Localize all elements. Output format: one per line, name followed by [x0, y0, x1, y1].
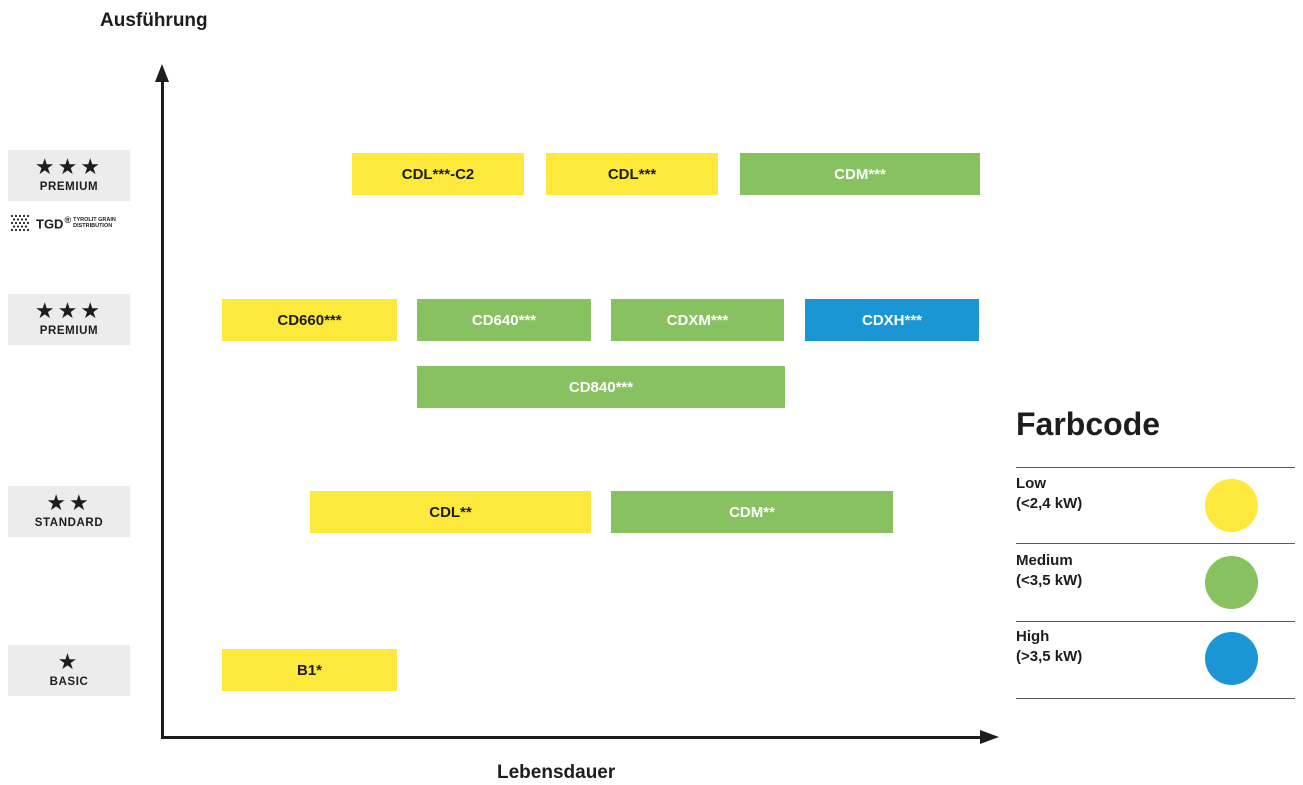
product-bar-cdl-c2: CDL***-C2 [352, 153, 524, 195]
product-bar-cd840: CD840*** [417, 366, 785, 408]
tier-label: PREMIUM [39, 325, 99, 337]
stars-icon: ★★ [46, 491, 92, 516]
tgd-name: TGD [36, 216, 64, 232]
legend-divider [1016, 467, 1295, 468]
tier-badge-premium-tgd: ★★★ PREMIUM [8, 150, 130, 201]
product-bar-cdxm: CDXM*** [611, 299, 784, 341]
legend-range: (>3,5 kW) [1016, 648, 1083, 665]
tier-label: BASIC [49, 676, 89, 688]
tgd-logo: TGD® TYROLIT GRAIN DISTRIBUTION [10, 214, 116, 232]
product-bar-cdm-premium: CDM*** [740, 153, 980, 195]
legend-level: High [1016, 628, 1050, 645]
tier-badge-standard: ★★ STANDARD [8, 486, 130, 537]
tier-label: STANDARD [34, 517, 104, 529]
legend-level: Medium [1016, 552, 1073, 569]
y-axis-arrow-icon [155, 64, 169, 82]
product-bar-b1: B1* [222, 649, 397, 691]
product-bar-cdl-standard: CDL** [310, 491, 591, 533]
tier-badge-premium: ★★★ PREMIUM [8, 294, 130, 345]
legend-item-medium: Medium (<3,5 kW) [1016, 551, 1082, 591]
legend-level: Low [1016, 475, 1046, 492]
tier-label: PREMIUM [39, 181, 99, 193]
tgd-sub-line1: TYROLIT GRAIN [73, 217, 116, 223]
product-bar-cd660: CD660*** [222, 299, 397, 341]
legend-swatch-high [1205, 632, 1258, 685]
legend-divider [1016, 543, 1295, 544]
tier-badge-basic: ★ BASIC [8, 645, 130, 696]
y-axis-line [161, 80, 164, 739]
legend-swatch-medium [1205, 556, 1258, 609]
stars-icon: ★★★ [34, 155, 104, 180]
legend-title: Farbcode [1016, 406, 1161, 442]
product-bar-cdl-premium: CDL*** [546, 153, 718, 195]
x-axis-arrow-icon [980, 730, 999, 744]
product-bar-cd640: CD640*** [417, 299, 591, 341]
tgd-sub-line2: DISTRIBUTION [73, 223, 113, 229]
x-axis-title: Lebensdauer [497, 762, 616, 783]
legend-swatch-low [1205, 479, 1258, 532]
stars-icon: ★★★ [34, 299, 104, 324]
legend-range: (<3,5 kW) [1016, 572, 1083, 589]
grain-dots-icon [10, 214, 30, 232]
tgd-registered: ® [64, 214, 72, 225]
y-axis-title: Ausführung [100, 10, 208, 31]
product-bar-cdm-standard: CDM** [611, 491, 893, 533]
product-bar-cdxh: CDXH*** [805, 299, 979, 341]
legend-range: (<2,4 kW) [1016, 495, 1083, 512]
legend-divider [1016, 698, 1295, 699]
legend-divider [1016, 621, 1295, 622]
legend-item-high: High (>3,5 kW) [1016, 627, 1082, 667]
x-axis-line [161, 736, 981, 739]
legend-item-low: Low (<2,4 kW) [1016, 474, 1082, 514]
stars-icon: ★ [57, 650, 81, 675]
